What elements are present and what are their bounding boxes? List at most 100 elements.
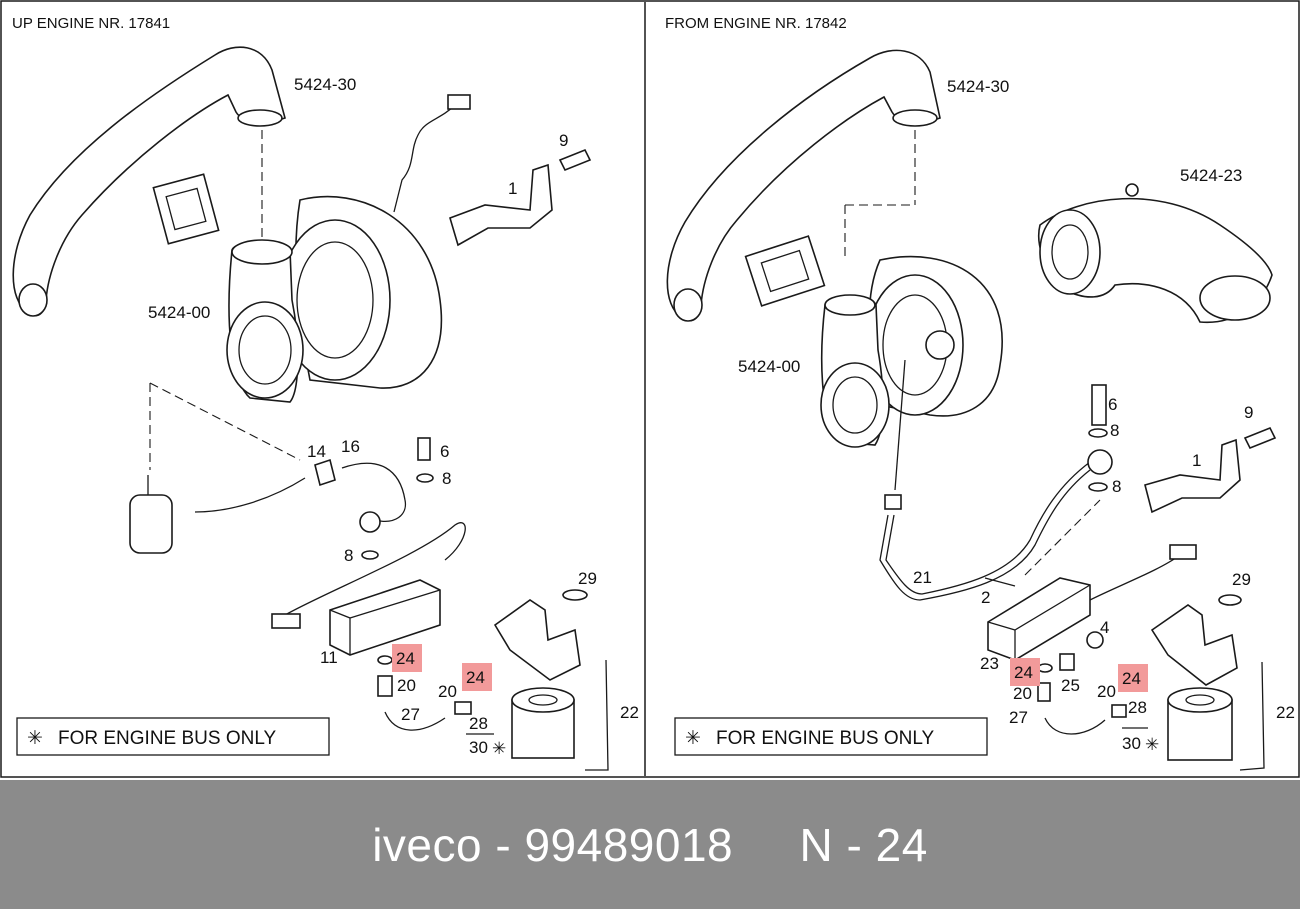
left-label-5424-30: 5424-30: [294, 75, 356, 94]
right-turbo-nut: [925, 330, 955, 360]
right-label-22: 22: [1276, 703, 1295, 722]
left-leader-22: [585, 659, 609, 771]
left-label-29: 29: [578, 569, 597, 588]
right-asterisk-30: ✳: [1145, 735, 1159, 754]
right-fitting-20: [1037, 682, 1051, 702]
right-elbow-inlet: [1039, 209, 1101, 295]
left-pipe-flange: [237, 109, 283, 127]
left-panel-title: UP ENGINE NR. 17841: [12, 15, 170, 32]
left-washer-24: [377, 655, 393, 665]
right-pipe-union: [884, 494, 902, 510]
left-label-27: 27: [401, 705, 420, 724]
right-note-box: [674, 717, 988, 756]
right-label-1: 1: [1192, 451, 1201, 470]
right-panel: FROM ENGINE NR. 17842: [665, 15, 1295, 771]
right-line-21b: [885, 461, 1091, 595]
left-dash-3: [149, 382, 301, 461]
right-washer-24: [1037, 663, 1053, 673]
right-gasket-inner: [760, 249, 810, 293]
right-label-5424-00: 5424-00: [738, 357, 800, 376]
right-elbow-outlet: [1199, 275, 1271, 321]
right-label-20a: 20: [1013, 684, 1032, 703]
left-label-6: 6: [440, 442, 449, 461]
left-washer-8a: [416, 473, 434, 483]
right-label-24a: 24: [1014, 663, 1033, 682]
left-washer-8b: [361, 550, 379, 560]
right-gasket: [744, 235, 826, 307]
left-harness: [284, 522, 466, 616]
right-bolt-25: [1059, 653, 1075, 671]
left-label-28: 28: [469, 714, 488, 733]
right-bracket: [1144, 438, 1241, 514]
right-control-unit-edges: [987, 584, 1091, 660]
left-label-20a: 20: [397, 676, 416, 695]
left-filter-port: [528, 694, 558, 706]
left-highlight-24b: [462, 663, 492, 691]
left-pipe-27: [384, 711, 446, 731]
footer-part-reference: iveco - 99489018 N - 24: [372, 818, 928, 871]
right-label-5424-30: 5424-30: [947, 77, 1009, 96]
left-label-24b: 24: [466, 668, 485, 687]
footer-banner: iveco - 99489018 N - 24: [0, 780, 1300, 909]
left-gasket: [152, 173, 220, 245]
right-panel-title: FROM ENGINE NR. 17842: [665, 15, 847, 32]
left-label-14: 14: [307, 442, 326, 461]
right-label-24b: 24: [1122, 669, 1141, 688]
left-control-unit: [329, 579, 441, 656]
right-label-2: 2: [981, 588, 990, 607]
right-harness: [1089, 554, 1181, 601]
right-connector: [1169, 544, 1197, 560]
right-label-8b: 8: [1112, 477, 1121, 496]
left-label-30: 30: [469, 738, 488, 757]
right-label-29: 29: [1232, 570, 1251, 589]
right-label-6: 6: [1108, 395, 1117, 414]
right-pipe-end: [673, 288, 703, 322]
right-filter-bracket: [1150, 604, 1238, 686]
right-label-23: 23: [980, 654, 999, 673]
left-sensor-16: [359, 511, 381, 533]
right-label-4: 4: [1100, 618, 1109, 637]
left-note-asterisk: ✳: [27, 728, 43, 749]
left-highlight-24a: [392, 644, 422, 672]
left-note-text: FOR ENGINE BUS ONLY: [58, 728, 277, 749]
right-label-9: 9: [1244, 403, 1253, 422]
right-label-21: 21: [913, 568, 932, 587]
left-label-1: 1: [508, 179, 517, 198]
left-label-9: 9: [559, 131, 568, 150]
left-connector: [271, 613, 301, 629]
left-pipe-end: [18, 283, 48, 317]
right-highlight-24a: [1010, 658, 1040, 686]
right-label-28: 28: [1128, 698, 1147, 717]
right-label-20b: 20: [1097, 682, 1116, 701]
right-turbo-flange: [824, 294, 876, 316]
left-fitting-20: [377, 675, 393, 697]
right-label-5424-23: 5424-23: [1180, 166, 1242, 185]
left-label-20b: 20: [438, 682, 457, 701]
right-dash-4: [1024, 499, 1101, 576]
left-filter-top: [511, 687, 575, 713]
right-washer-8a: [1088, 428, 1108, 438]
right-pipe-flange: [892, 109, 938, 127]
right-label-8a: 8: [1110, 421, 1119, 440]
right-screw-9: [1243, 426, 1277, 450]
right-fitting-20b: [1111, 704, 1127, 718]
right-elbow-port: [1125, 183, 1139, 197]
right-note-asterisk: ✳: [685, 728, 701, 749]
right-highlight-24b: [1118, 664, 1148, 692]
left-actuator: [129, 494, 173, 554]
left-label-5424-00: 5424-00: [148, 303, 210, 322]
left-turbo-inlet-inner: [238, 315, 292, 385]
right-bolt-29: [1218, 594, 1242, 606]
right-washer-8b: [1088, 482, 1108, 492]
left-label-8a: 8: [442, 469, 451, 488]
right-label-30: 30: [1122, 734, 1141, 753]
right-drain-pipe: [894, 359, 906, 491]
right-label-25: 25: [1061, 676, 1080, 695]
right-turbo-inlet-inner: [832, 376, 878, 434]
right-bolt-6: [1091, 384, 1107, 426]
right-turbo-inlet: [820, 362, 890, 448]
right-filter-port: [1185, 694, 1215, 706]
left-panel: UP ENGINE NR. 17841: [12, 15, 639, 771]
right-label-27: 27: [1009, 708, 1028, 727]
left-turbo-flange: [231, 239, 293, 265]
